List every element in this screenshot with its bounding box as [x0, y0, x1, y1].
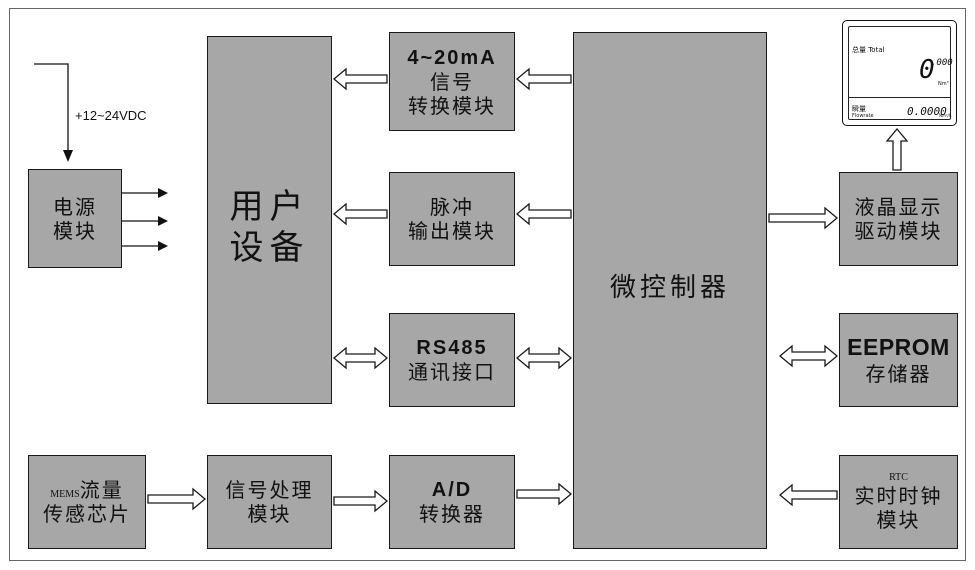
rs485-en: RS485 — [416, 336, 487, 360]
lcd-total-decimals: .000 — [931, 58, 953, 68]
rtc-prefix: RTC — [889, 472, 908, 484]
signal-proc-label-2: 模块 — [248, 502, 292, 526]
microcontroller-label: 微控制器 — [610, 273, 730, 304]
microcontroller-block: 微控制器 — [573, 32, 767, 549]
rs485-cn: 通讯接口 — [408, 360, 496, 384]
power-module-label-1: 电源 — [53, 195, 97, 219]
pulse-label-2: 输出模块 — [408, 219, 496, 243]
mems-cn1: 流量 — [80, 478, 124, 502]
current-signal-cn1: 信号 — [430, 70, 474, 94]
signal-processing-block: 信号处理 模块 — [207, 455, 332, 549]
mems-prefix: MEMS — [50, 489, 79, 500]
ad-en: A/D — [432, 478, 472, 502]
pulse-label-1: 脉冲 — [430, 195, 474, 219]
lcd-driver-block: 液晶显示 驱动模块 — [839, 172, 958, 266]
rs485-interface-block: RS485 通讯接口 — [389, 313, 515, 407]
rtc-cn1: 实时时钟 — [855, 484, 943, 508]
power-module-label-2: 模块 — [53, 219, 97, 243]
eeprom-en: EEPROM — [847, 334, 950, 362]
current-signal-cn2: 转换模块 — [408, 94, 496, 118]
current-signal-module-block: 4~20mA 信号 转换模块 — [389, 32, 515, 131]
lcd-flow-label-en: Flowrate — [852, 113, 874, 119]
eeprom-storage-block: EEPROM 存储器 — [839, 313, 958, 407]
ad-cn: 转换器 — [419, 502, 485, 526]
lcd-driver-label-2: 驱动模块 — [855, 219, 943, 243]
supply-voltage-label: +12~24VDC — [75, 108, 147, 123]
mems-sensor-block: MEMS流量 传感芯片 — [28, 455, 146, 549]
eeprom-cn: 存储器 — [866, 362, 932, 386]
ad-converter-block: A/D 转换器 — [389, 455, 515, 549]
lcd-driver-label-1: 液晶显示 — [855, 195, 943, 219]
user-device-block: 用户 设备 — [207, 36, 332, 404]
lcd-total-unit: Nm³ — [938, 81, 949, 87]
lcd-total-label: 总量 Total — [852, 45, 885, 55]
signal-proc-label-1: 信号处理 — [226, 478, 314, 502]
user-device-label-2: 设备 — [230, 228, 310, 269]
user-device-label-1: 用户 — [230, 187, 310, 228]
rtc-clock-block: RTC 实时时钟 模块 — [839, 455, 958, 549]
lcd-display-panel: 总量 Total 0 .000 Nm³ 瞬量 Flowrate 0.0000 N… — [842, 20, 957, 126]
mems-cn2: 传感芯片 — [43, 502, 131, 526]
lcd-flow-unit: Nm³/h — [939, 113, 951, 118]
current-signal-en: 4~20mA — [407, 46, 496, 70]
power-module-block: 电源 模块 — [28, 169, 122, 268]
mems-line-1: MEMS流量 — [50, 478, 123, 502]
pulse-output-block: 脉冲 输出模块 — [389, 172, 515, 266]
lcd-divider — [848, 97, 951, 98]
rtc-cn2: 模块 — [877, 508, 921, 532]
